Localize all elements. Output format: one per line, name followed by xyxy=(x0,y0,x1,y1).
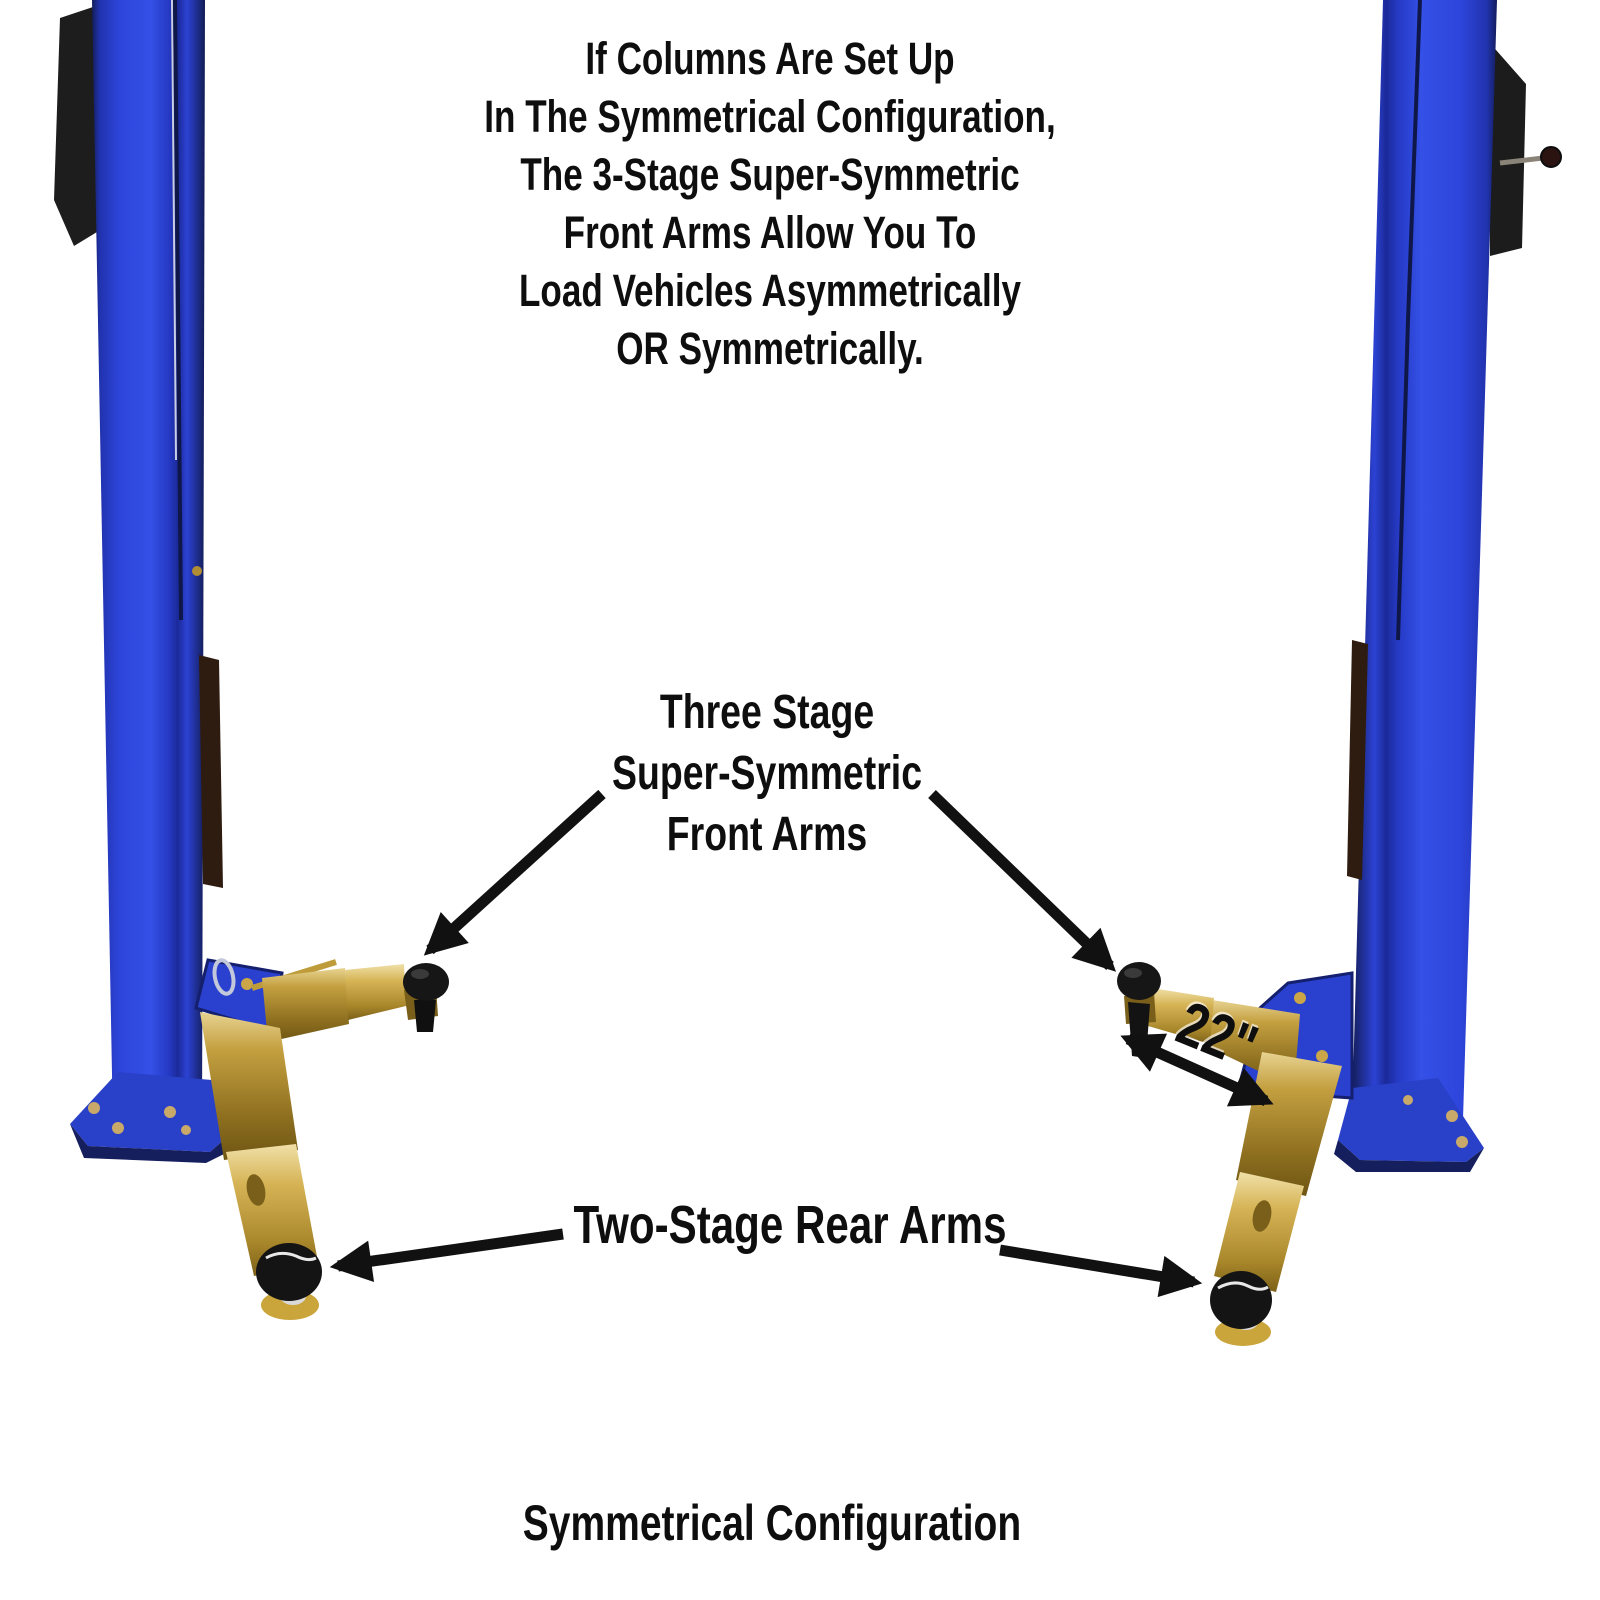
left-front-arm-pad xyxy=(403,963,449,1001)
left-arm-pivot-pin xyxy=(241,978,253,990)
left-column-seam-highlight xyxy=(171,0,177,461)
left-door-guard-pad xyxy=(54,6,101,246)
left-carriage-slot xyxy=(199,655,223,888)
arm-reach-double-arrow xyxy=(1120,1033,1274,1107)
right-knob xyxy=(1540,146,1562,168)
left-safety-pin-ring xyxy=(212,958,236,996)
left-anchor-bolts xyxy=(88,1102,191,1135)
right-rear-arm xyxy=(1210,1052,1342,1346)
left-column-seam xyxy=(173,0,183,621)
rear-arms-left-arrow xyxy=(329,1228,564,1282)
right-column-assembly xyxy=(1117,0,1562,1346)
right-column-seam xyxy=(1396,0,1422,641)
front-arms-right-arrow xyxy=(928,790,1117,972)
right-carriage-slot xyxy=(1347,640,1368,880)
right-arm-pivot-pin xyxy=(1294,992,1306,1004)
front-arms-left-arrow xyxy=(423,789,606,956)
left-column-assembly xyxy=(54,0,449,1320)
annotation-arrows xyxy=(329,789,1274,1298)
right-front-arm-pad xyxy=(1117,962,1161,1000)
rear-arms-right-arrow xyxy=(999,1244,1203,1298)
rear-arms-label: Two-Stage Rear Arms xyxy=(573,1195,1007,1255)
left-column xyxy=(92,0,205,1128)
right-knob-pin xyxy=(1499,155,1544,166)
right-base-plate-edge xyxy=(1334,1140,1484,1172)
left-rear-arm-pad xyxy=(256,1243,322,1301)
right-base-plate xyxy=(1338,1078,1484,1162)
left-column-bolt xyxy=(192,566,202,576)
figure-caption: Symmetrical Configuration xyxy=(522,1495,1022,1551)
left-front-arm xyxy=(251,959,449,1042)
right-rear-arm-pad xyxy=(1210,1271,1272,1329)
right-column xyxy=(1351,0,1497,1152)
headline-text: If Columns Are Set Up In The Symmetrical… xyxy=(484,33,1056,374)
right-door-guard-pad xyxy=(1489,42,1526,256)
left-rear-arm xyxy=(200,1012,322,1320)
left-base-plate-edge xyxy=(70,1124,232,1163)
right-anchor-bolts xyxy=(1403,1095,1468,1148)
front-arms-label: Three Stage Super-Symmetric Front Arms xyxy=(611,686,923,861)
